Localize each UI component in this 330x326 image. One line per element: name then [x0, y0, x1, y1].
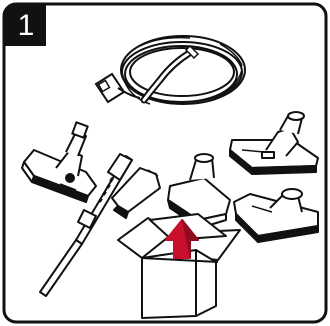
floor-brush-icon	[22, 122, 96, 202]
hose-icon	[96, 36, 245, 104]
step-number-badge: 1	[6, 6, 46, 46]
turbo-floor-head-icon	[230, 112, 318, 174]
unboxing-icon	[118, 214, 240, 318]
parquet-brush-icon	[234, 189, 318, 242]
step-number: 1	[18, 11, 35, 41]
